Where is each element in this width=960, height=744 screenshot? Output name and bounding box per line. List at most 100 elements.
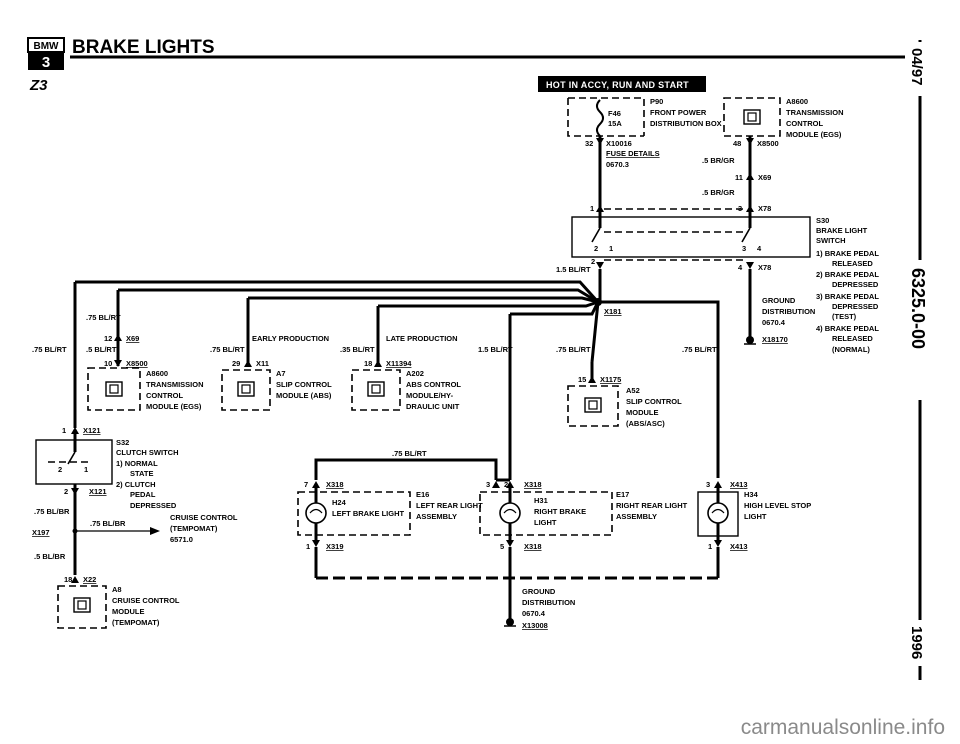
svg-text:PEDAL: PEDAL [130, 490, 156, 499]
svg-text:X11394: X11394 [386, 359, 412, 368]
svg-text:1) BRAKE PEDAL: 1) BRAKE PEDAL [816, 249, 879, 258]
svg-text:(TEMPOMAT): (TEMPOMAT) [112, 618, 160, 627]
svg-text:1.5 BL/RT: 1.5 BL/RT [556, 265, 591, 274]
svg-text:LATE PRODUCTION: LATE PRODUCTION [386, 334, 458, 343]
svg-text:2) BRAKE PEDAL: 2) BRAKE PEDAL [816, 270, 879, 279]
svg-text:LIGHT: LIGHT [534, 518, 557, 527]
svg-text:RELEASED: RELEASED [832, 259, 873, 268]
svg-text:SWITCH: SWITCH [816, 236, 846, 245]
svg-text:H34: H34 [744, 490, 759, 499]
svg-text:P90: P90 [650, 97, 663, 106]
svg-text:CONTROL: CONTROL [146, 391, 183, 400]
svg-text:2: 2 [504, 480, 508, 489]
svg-text:3: 3 [486, 480, 490, 489]
svg-text:.5 BL/RT: .5 BL/RT [86, 345, 117, 354]
svg-text:.5 BR/GR: .5 BR/GR [702, 188, 735, 197]
svg-text:RELEASED: RELEASED [832, 334, 873, 343]
svg-text:DEPRESSED: DEPRESSED [130, 501, 177, 510]
svg-text:X319: X319 [326, 542, 344, 551]
svg-text:15A: 15A [608, 119, 622, 128]
svg-text:3: 3 [42, 54, 50, 71]
svg-text:X22: X22 [83, 575, 96, 584]
svg-text:X1175: X1175 [600, 375, 621, 384]
svg-text:4: 4 [738, 263, 743, 272]
svg-text:.75 BL/RT: .75 BL/RT [32, 345, 67, 354]
svg-text:.5 BL/BR: .5 BL/BR [34, 552, 66, 561]
svg-text:3: 3 [742, 244, 746, 253]
svg-text:X318: X318 [326, 480, 344, 489]
svg-text:X318: X318 [524, 542, 542, 551]
svg-text:A7: A7 [276, 369, 286, 378]
svg-text:CLUTCH SWITCH: CLUTCH SWITCH [116, 448, 179, 457]
svg-text:2: 2 [594, 244, 598, 253]
svg-text:X8500: X8500 [126, 359, 148, 368]
svg-text:RIGHT BRAKE: RIGHT BRAKE [534, 507, 586, 516]
svg-text:X413: X413 [730, 542, 748, 551]
svg-text:3: 3 [706, 480, 710, 489]
svg-text:CRUISE CONTROL: CRUISE CONTROL [170, 513, 238, 522]
svg-text:BRAKE LIGHT: BRAKE LIGHT [816, 226, 868, 235]
svg-text:11: 11 [735, 173, 743, 182]
svg-text:MODULE (ABS): MODULE (ABS) [276, 391, 332, 400]
svg-text:S30: S30 [816, 216, 829, 225]
svg-text:X121: X121 [83, 426, 101, 435]
svg-text:ABS CONTROL: ABS CONTROL [406, 380, 461, 389]
svg-text:4: 4 [757, 244, 762, 253]
svg-text:GROUND: GROUND [522, 587, 556, 596]
svg-text:LEFT BRAKE LIGHT: LEFT BRAKE LIGHT [332, 509, 404, 518]
svg-text:1.5 BL/RT: 1.5 BL/RT [478, 345, 513, 354]
svg-text:SLIP CONTROL: SLIP CONTROL [276, 380, 332, 389]
svg-text:1: 1 [62, 426, 66, 435]
svg-text:0670.4: 0670.4 [762, 318, 786, 327]
bmw-logo: BMW 3 [27, 37, 65, 71]
svg-text:4) BRAKE PEDAL: 4) BRAKE PEDAL [816, 324, 879, 333]
svg-text:15: 15 [578, 375, 586, 384]
svg-text:18: 18 [364, 359, 372, 368]
svg-text:TRANSMISSION: TRANSMISSION [786, 108, 844, 117]
svg-text:H24: H24 [332, 498, 347, 507]
svg-text:.75 BL/RT: .75 BL/RT [210, 345, 245, 354]
svg-text:X10016: X10016 [606, 139, 632, 148]
svg-text:X78: X78 [758, 204, 771, 213]
svg-text:HIGH LEVEL STOP: HIGH LEVEL STOP [744, 501, 811, 510]
svg-text:MODULE (EGS): MODULE (EGS) [146, 402, 202, 411]
svg-text:7: 7 [304, 480, 308, 489]
svg-text:A8: A8 [112, 585, 122, 594]
svg-text:DISTRIBUTION BOX: DISTRIBUTION BOX [650, 119, 722, 128]
svg-text:X413: X413 [730, 480, 748, 489]
svg-text:(NORMAL): (NORMAL) [832, 345, 870, 354]
svg-text:.5 BR/GR: .5 BR/GR [702, 156, 735, 165]
watermark: carmanualsonline.info [741, 716, 945, 739]
svg-text:A202: A202 [406, 369, 424, 378]
svg-text:MODULE (EGS): MODULE (EGS) [786, 130, 842, 139]
svg-text:DISTRIBUTION: DISTRIBUTION [762, 307, 815, 316]
svg-text:GROUND: GROUND [762, 296, 796, 305]
svg-text:X69: X69 [126, 334, 139, 343]
svg-text:.35 BL/RT: .35 BL/RT [340, 345, 375, 354]
svg-text:X78: X78 [758, 263, 771, 272]
svg-text:5: 5 [500, 542, 504, 551]
svg-text:MODULE: MODULE [112, 607, 145, 616]
svg-text:X197: X197 [32, 528, 50, 537]
hot-banner-bg [538, 76, 706, 92]
svg-text:DEPRESSED: DEPRESSED [832, 280, 879, 289]
svg-text:E17: E17 [616, 490, 629, 499]
svg-text:EARLY PRODUCTION: EARLY PRODUCTION [252, 334, 329, 343]
svg-text:E16: E16 [416, 490, 429, 499]
svg-text:1: 1 [84, 465, 88, 474]
svg-text:1: 1 [306, 542, 310, 551]
svg-text:CONTROL: CONTROL [786, 119, 823, 128]
svg-text:X69: X69 [758, 173, 771, 182]
svg-text:1) NORMAL: 1) NORMAL [116, 459, 158, 468]
svg-text:SLIP CONTROL: SLIP CONTROL [626, 397, 682, 406]
svg-text:MODULE: MODULE [626, 408, 659, 417]
svg-text:0670.4: 0670.4 [522, 609, 546, 618]
svg-text:29: 29 [232, 359, 240, 368]
svg-text:DRAULIC UNIT: DRAULIC UNIT [406, 402, 460, 411]
svg-text:2: 2 [58, 465, 62, 474]
svg-text:TRANSMISSION: TRANSMISSION [146, 380, 204, 389]
svg-text:6571.0: 6571.0 [170, 535, 193, 544]
svg-text:(ABS/ASC): (ABS/ASC) [626, 419, 665, 428]
svg-text:LEFT REAR LIGHT: LEFT REAR LIGHT [416, 501, 483, 510]
svg-text:S32: S32 [116, 438, 129, 447]
